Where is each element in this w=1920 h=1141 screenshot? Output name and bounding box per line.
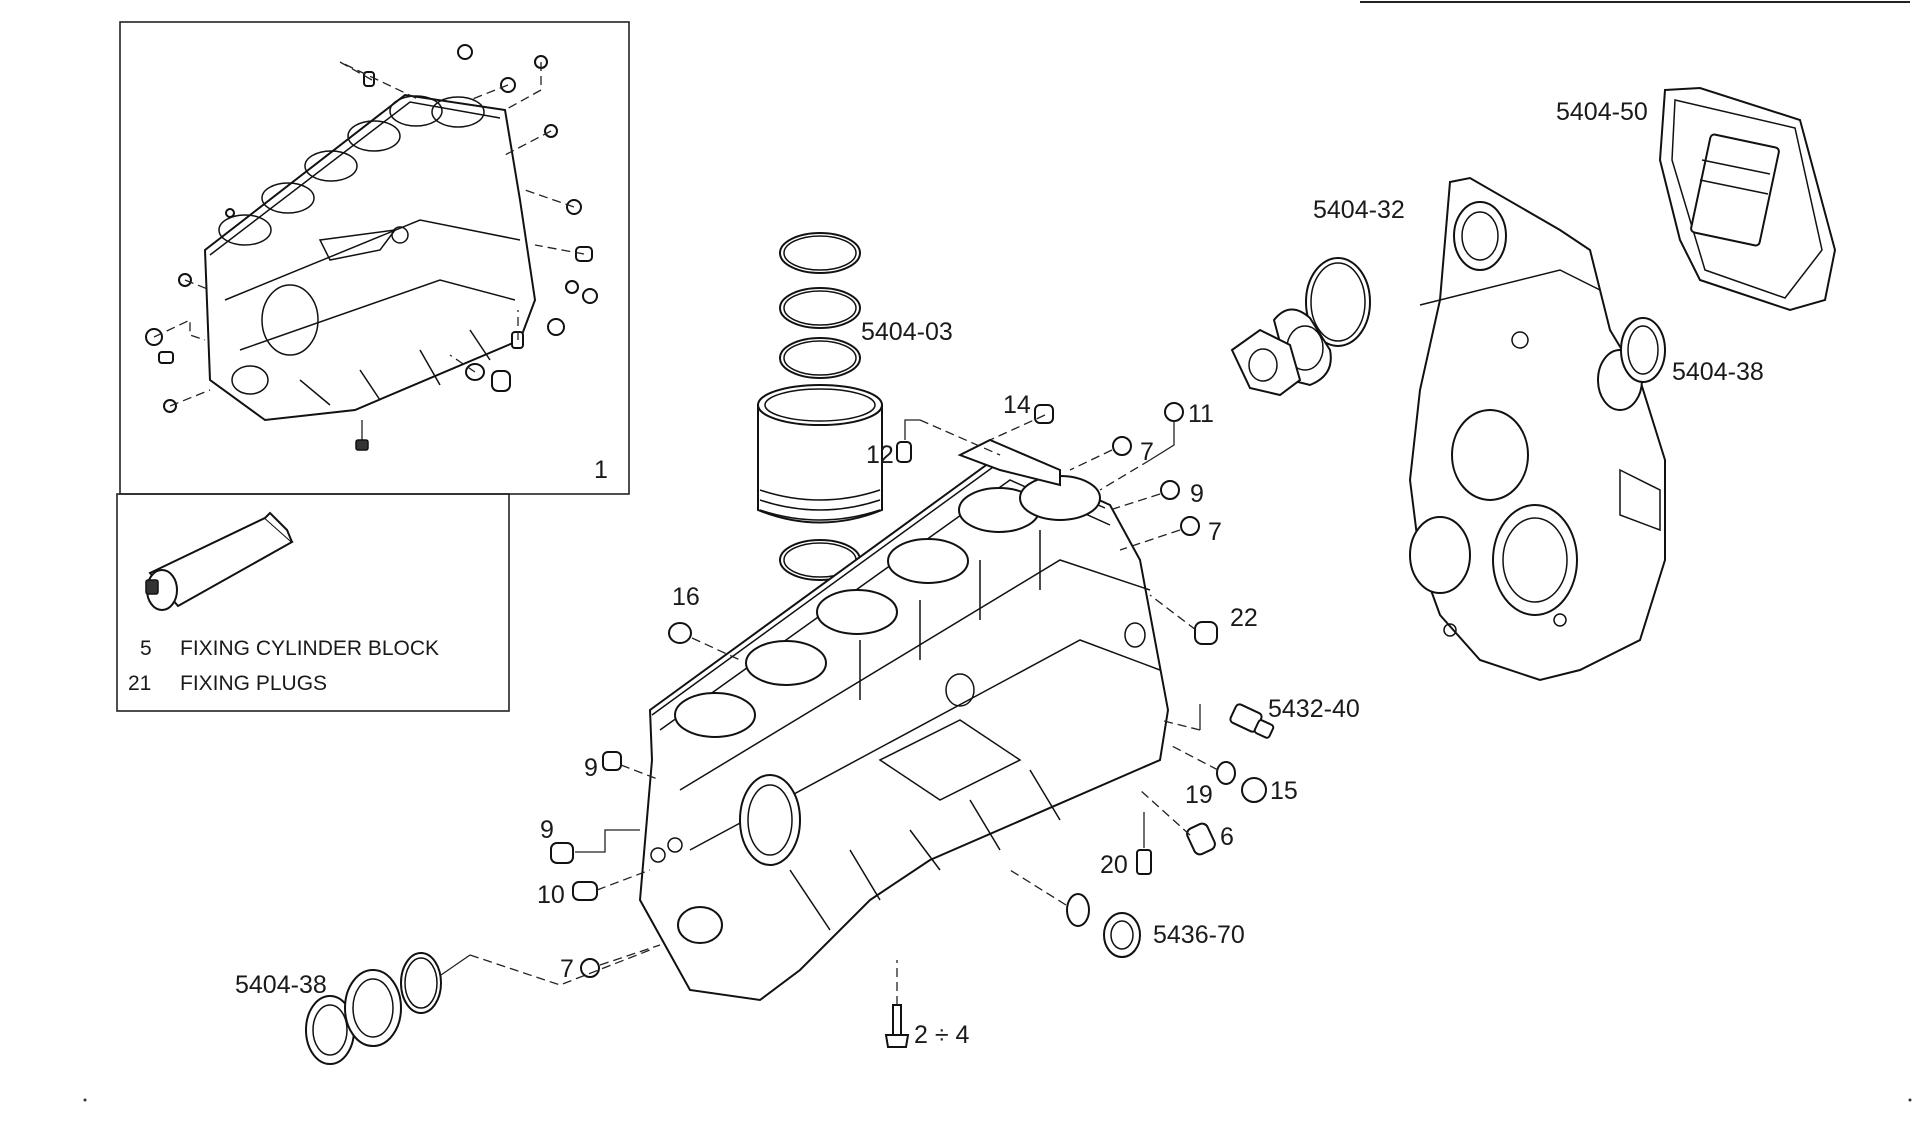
dowel-20[interactable] [1136,849,1152,875]
callout-16: 16 [672,583,700,611]
callout-7-c: 7 [560,955,574,983]
plug-7-b[interactable] [1180,516,1200,536]
plug-5436-70[interactable] [1103,912,1141,958]
callout-5404-32: 5404-32 [1313,196,1405,224]
corner-mark-right [1908,1098,1912,1102]
callout-10: 10 [537,881,565,909]
rear-oil-seal-right[interactable] [1620,317,1666,383]
callout-5404-50: 5404-50 [1556,98,1648,126]
plug-9-a[interactable] [1160,480,1180,500]
plug-7-a[interactable] [1112,436,1132,456]
rear-oil-seal-left[interactable] [305,952,442,1065]
callout-20: 20 [1100,851,1128,879]
inset-block-ref-number: 1 [594,456,608,484]
callout-9-c: 9 [540,816,554,844]
callout-15: 15 [1270,777,1298,805]
main-leader-lines [440,414,1219,1005]
callout-11: 11 [1188,400,1214,428]
sealant-tube-icon [145,511,294,611]
plug-9-b[interactable] [602,751,622,771]
callout-5404-03: 5404-03 [861,318,953,346]
sealant-legend-box: 5 FIXING CYLINDER BLOCK 21 FIXING PLUGS [116,493,510,712]
plug-11[interactable] [1164,402,1184,422]
plug-16[interactable] [668,622,692,644]
callout-19: 19 [1185,781,1213,809]
seal-ring-lower[interactable] [1066,893,1090,927]
bolt-2-4[interactable] [884,1004,910,1048]
legend-num-2: 21 [128,672,151,695]
main-cylinder-block[interactable] [638,438,1170,1002]
plug-14[interactable] [1034,404,1054,424]
callout-2-4: 2 ÷ 4 [914,1021,970,1049]
callout-9-a: 9 [1190,480,1204,508]
plug-12[interactable] [896,441,912,463]
legend-text-2: FIXING PLUGS [180,672,327,695]
callout-9-b: 9 [584,754,598,782]
inset-block-assembly[interactable]: 1 [119,21,630,495]
sensor-5432-40[interactable] [1229,703,1275,739]
bushing-6[interactable] [1185,822,1217,857]
plug-10[interactable] [572,881,598,901]
callout-12: 12 [866,441,894,469]
corner-mark-left [83,1098,87,1102]
plug-7-c[interactable] [580,958,600,978]
inset-leader-lines [153,61,585,407]
callout-22: 22 [1230,604,1258,632]
seal-ring-19[interactable] [1216,761,1236,785]
cylinder-liner-kit[interactable] [757,232,883,581]
plug-9-c[interactable] [550,842,574,864]
inset-cylinder-block-drawing [203,93,537,422]
callout-5436-70: 5436-70 [1153,921,1245,949]
legend-num-1: 5 [140,637,152,660]
callout-5432-40: 5432-40 [1268,695,1360,723]
callout-7-a: 7 [1140,438,1154,466]
front-seal-assembly[interactable] [1230,257,1371,397]
legend-text-1: FIXING CYLINDER BLOCK [180,637,439,660]
plug-15[interactable] [1241,777,1267,803]
plug-22[interactable] [1194,621,1218,645]
callout-14: 14 [1003,391,1031,419]
timing-cover-gasket[interactable] [1658,86,1837,312]
callout-6: 6 [1220,823,1234,851]
callout-5404-38-left: 5404-38 [235,971,327,999]
gear-housing[interactable] [1408,176,1666,682]
callout-7-b: 7 [1208,518,1222,546]
callout-5404-38-right: 5404-38 [1672,358,1764,386]
